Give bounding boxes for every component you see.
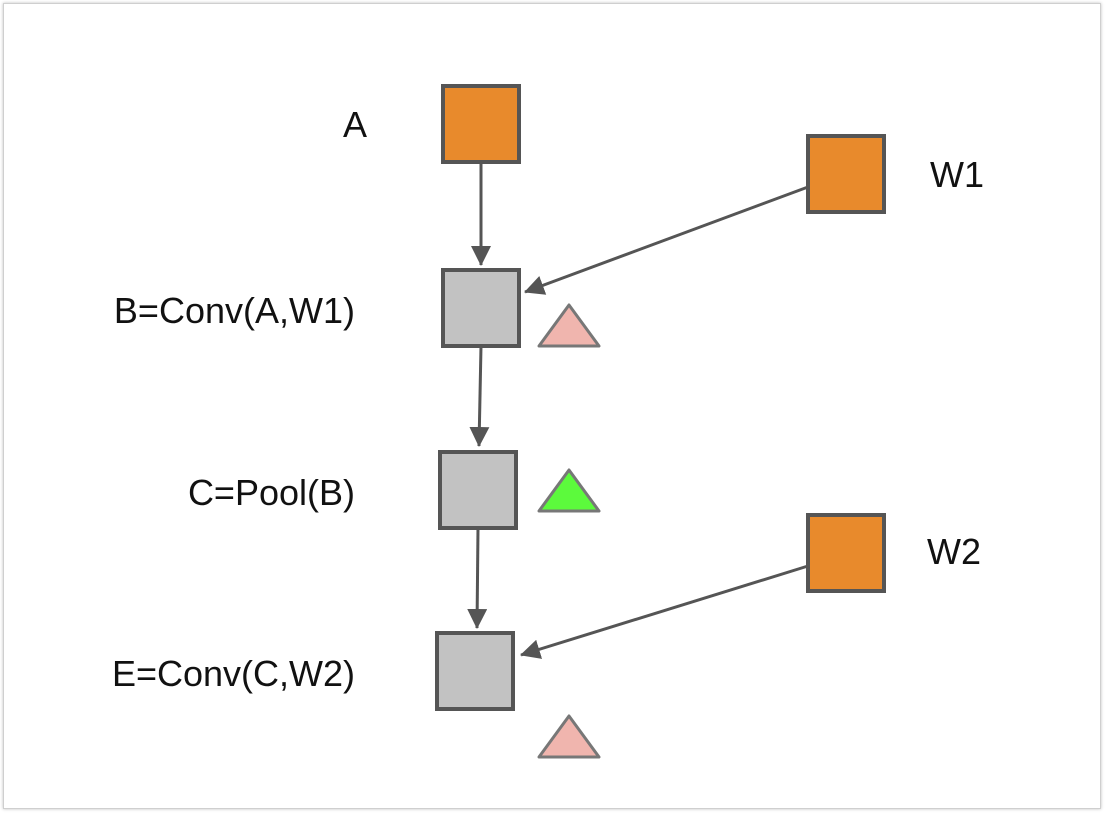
label-c: C=Pool(B): [188, 472, 355, 513]
triangle-marker-b: [537, 303, 601, 348]
node-c: [438, 450, 518, 530]
edge-w2-to-e: [520, 564, 809, 659]
edge-b-to-c: [469, 345, 490, 447]
edge-w1-to-b: [524, 185, 809, 295]
node-e: [435, 631, 515, 711]
diagram-border: [3, 3, 1101, 809]
triangle-marker-c: [537, 468, 601, 513]
node-w1: [806, 134, 886, 214]
label-a: A: [343, 104, 367, 145]
label-w1: W1: [930, 154, 984, 195]
node-w2: [806, 513, 886, 593]
label-w2: W2: [927, 531, 981, 572]
node-b: [441, 268, 521, 348]
node-a: [441, 84, 521, 164]
edge-c-to-e: [467, 527, 488, 629]
triangle-marker-e: [537, 714, 601, 759]
label-b: B=Conv(A,W1): [114, 290, 355, 331]
label-e: E=Conv(C,W2): [112, 653, 355, 694]
